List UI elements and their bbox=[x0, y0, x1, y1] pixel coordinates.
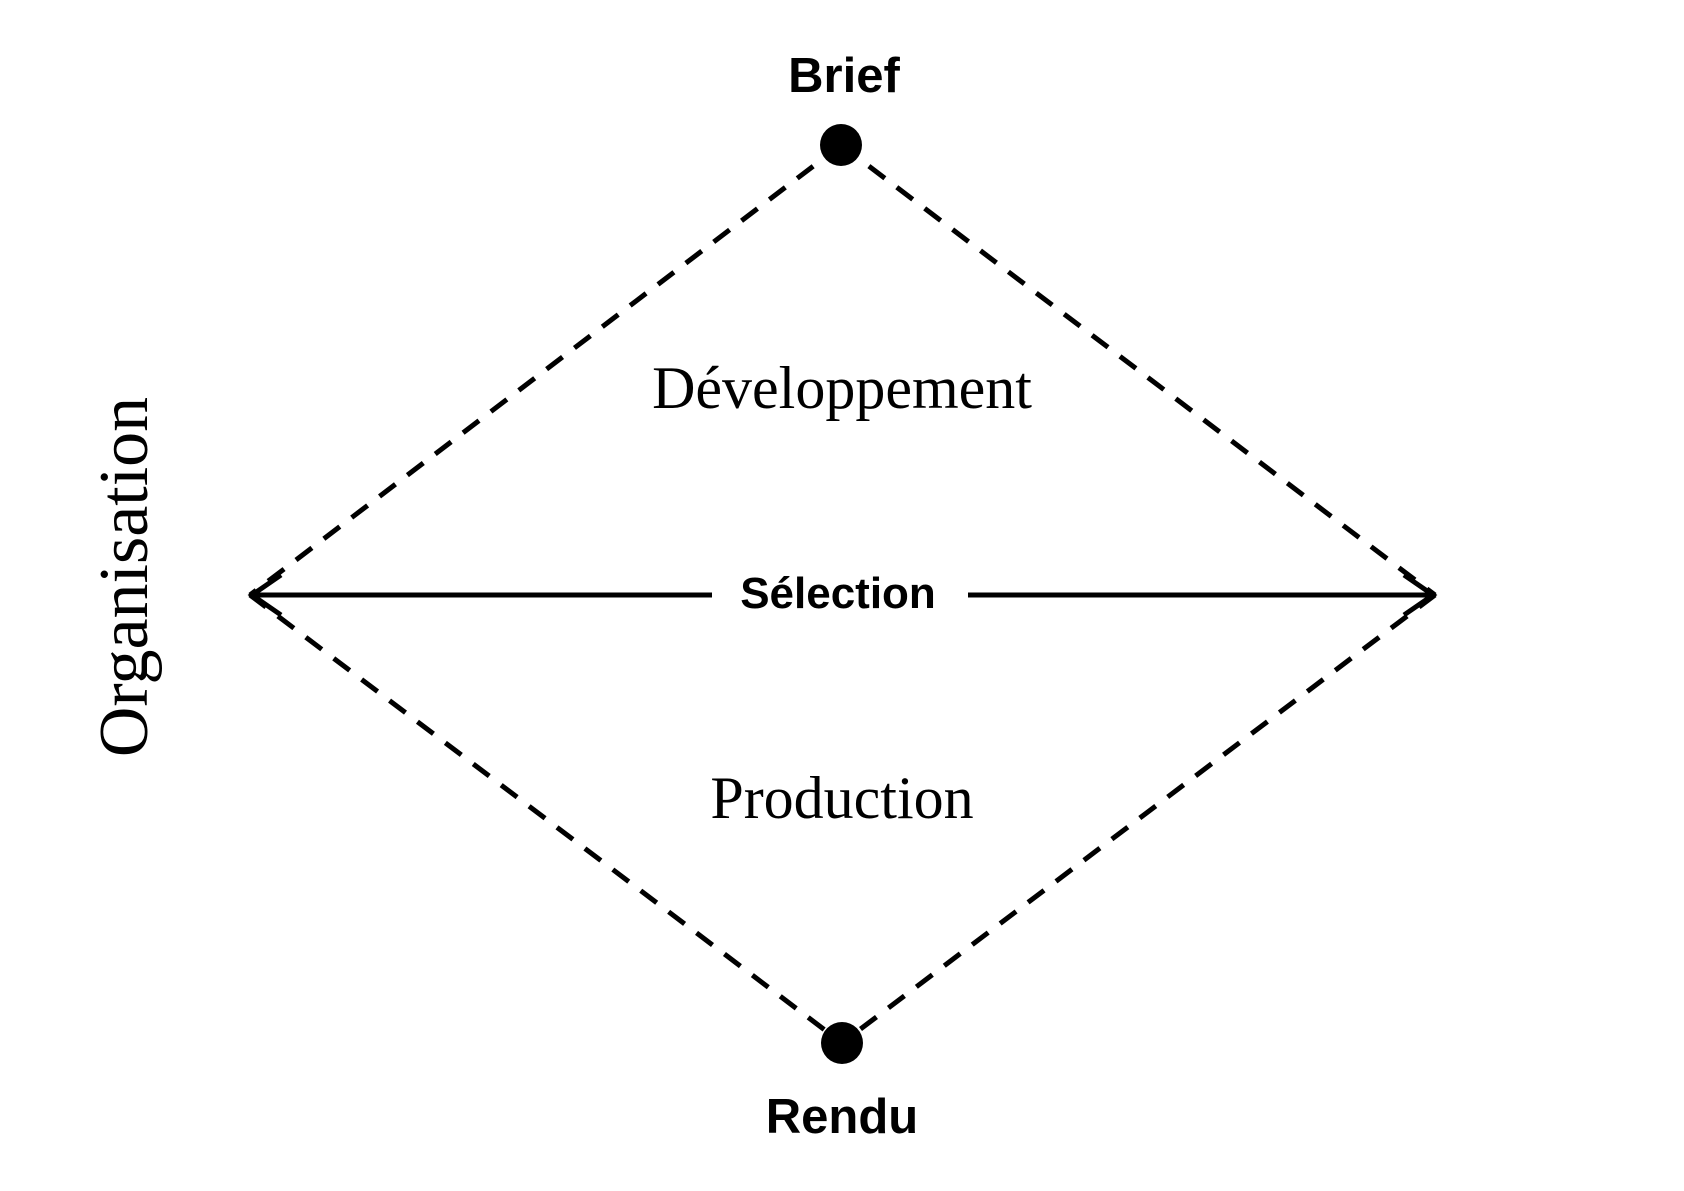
right-arrowhead-icon bbox=[1402, 572, 1438, 618]
diamond-edge-bottom-left bbox=[248, 593, 844, 1045]
bottom-node-label: Rendu bbox=[766, 1090, 918, 1144]
left-arrowhead-icon bbox=[247, 572, 283, 618]
diamond-edge-top-right bbox=[839, 143, 1437, 597]
top-node-label: Brief bbox=[788, 49, 900, 103]
upper-region-label: Développement bbox=[652, 355, 1032, 421]
diamond-edge-top-left bbox=[248, 143, 843, 597]
lower-region-label: Production bbox=[710, 765, 973, 831]
horizontal-axis-label: Sélection bbox=[740, 569, 936, 618]
bottom-node-dot bbox=[821, 1022, 863, 1064]
top-node-dot bbox=[820, 124, 862, 166]
diamond-edge-bottom-right bbox=[840, 593, 1437, 1045]
vertical-axis-label: Organisation bbox=[86, 397, 163, 757]
